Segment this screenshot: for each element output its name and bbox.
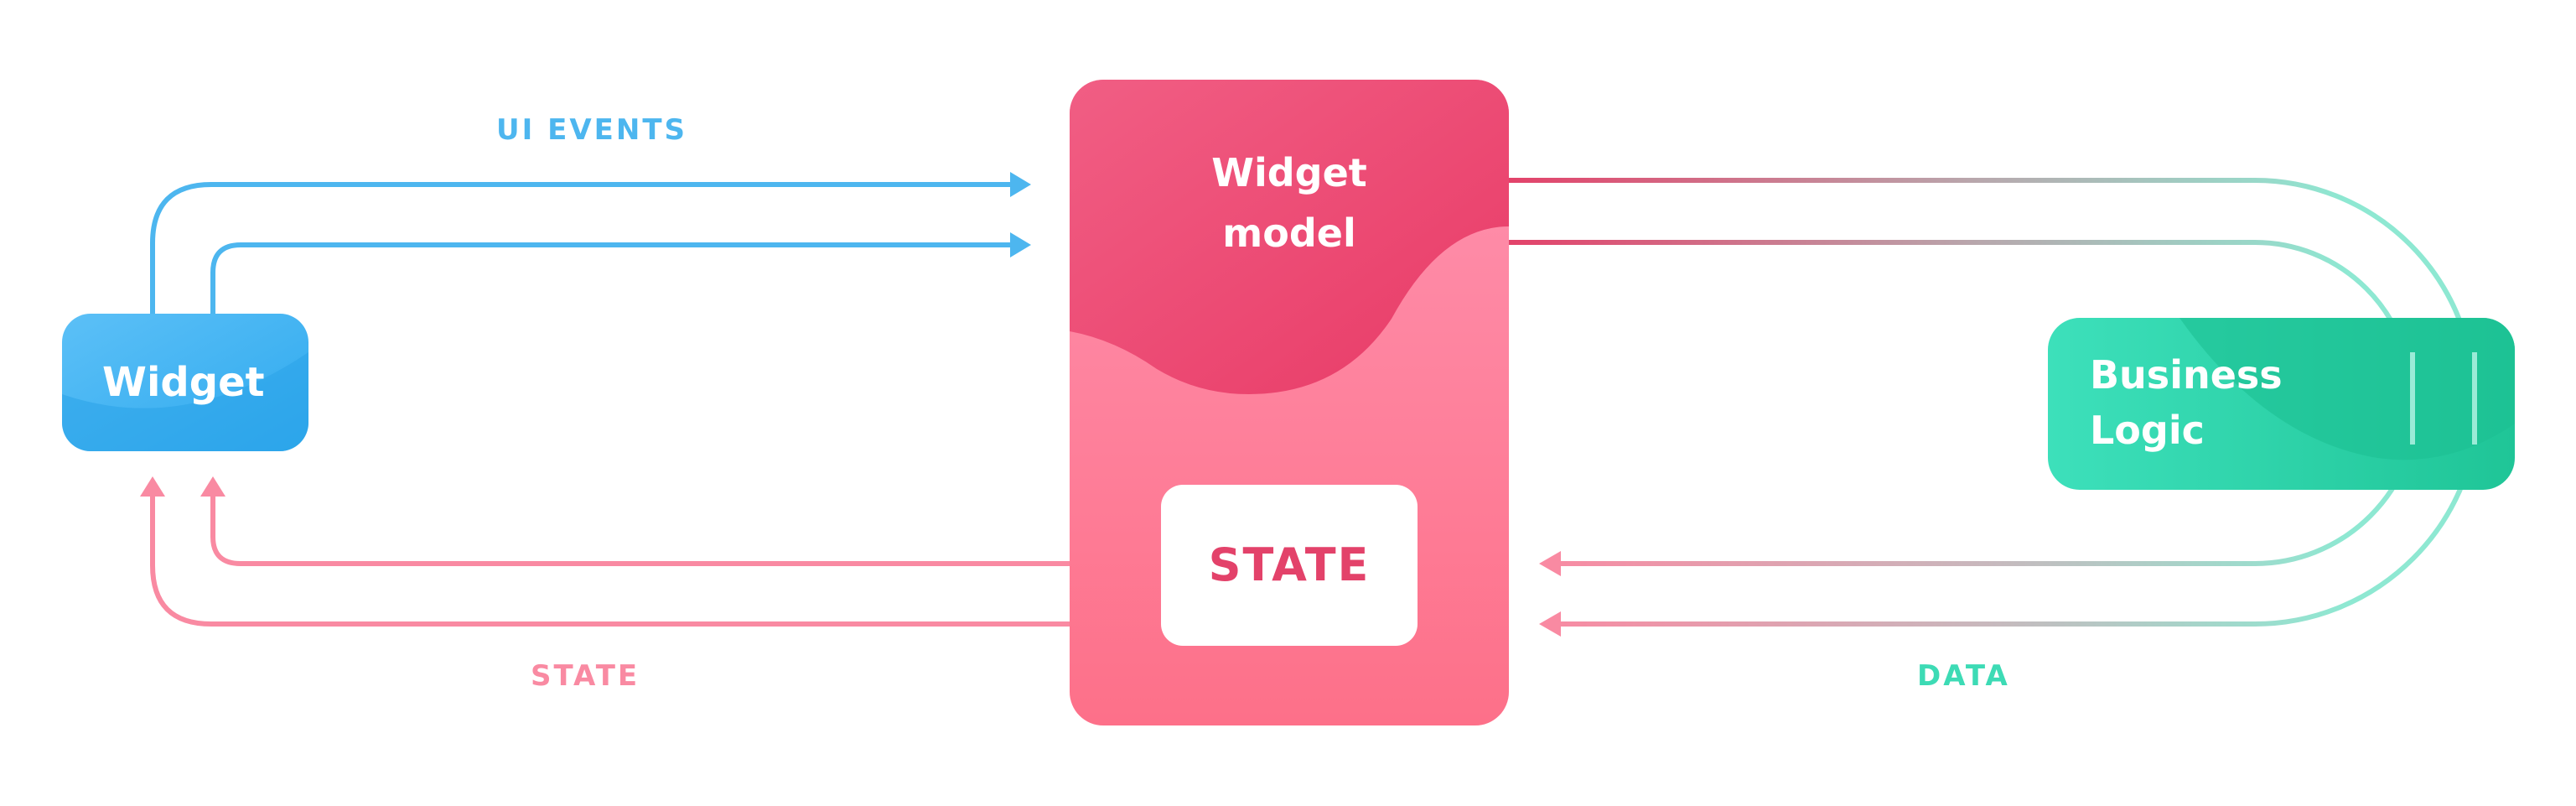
loop-overlay xyxy=(2410,352,2477,445)
ui-events-label: UI EVENTS xyxy=(496,113,687,147)
arrowhead-left xyxy=(1539,551,1561,576)
widget-model-title: Widget model xyxy=(1070,143,1509,263)
business-logic-title: Business Logic xyxy=(2090,347,2283,458)
state-flow-label: STATE xyxy=(531,659,640,693)
business-logic-title-line1: Business xyxy=(2090,352,2283,398)
ui-event-arrow-outer xyxy=(150,182,1014,314)
business-logic-node xyxy=(2048,318,2515,490)
state-arrow-inner xyxy=(210,495,1070,566)
data-arrowheads xyxy=(1539,551,1561,637)
arrowhead-right xyxy=(1010,232,1031,257)
state-arrowheads xyxy=(140,476,225,497)
widget-node xyxy=(62,314,308,451)
arrowhead-right xyxy=(1010,172,1031,197)
ui-events-arrowheads xyxy=(1010,172,1031,257)
state-arrow-outer xyxy=(150,495,1070,627)
state-arrows xyxy=(150,495,1070,627)
widget-model-title-line1: Widget xyxy=(1211,150,1367,195)
ui-events-arrows xyxy=(150,182,1014,314)
state-title: STATE xyxy=(1208,538,1371,591)
ui-event-arrow-inner xyxy=(210,242,1014,314)
arrowhead-up xyxy=(140,476,165,497)
widget-title: Widget xyxy=(102,359,265,406)
widget-model-title-line2: model xyxy=(1222,211,1356,256)
arrowhead-up xyxy=(200,476,225,497)
business-logic-title-line2: Logic xyxy=(2090,408,2205,453)
state-node xyxy=(1161,485,1418,646)
data-flow-label: DATA xyxy=(1917,659,2010,693)
arrowhead-left xyxy=(1539,611,1561,637)
